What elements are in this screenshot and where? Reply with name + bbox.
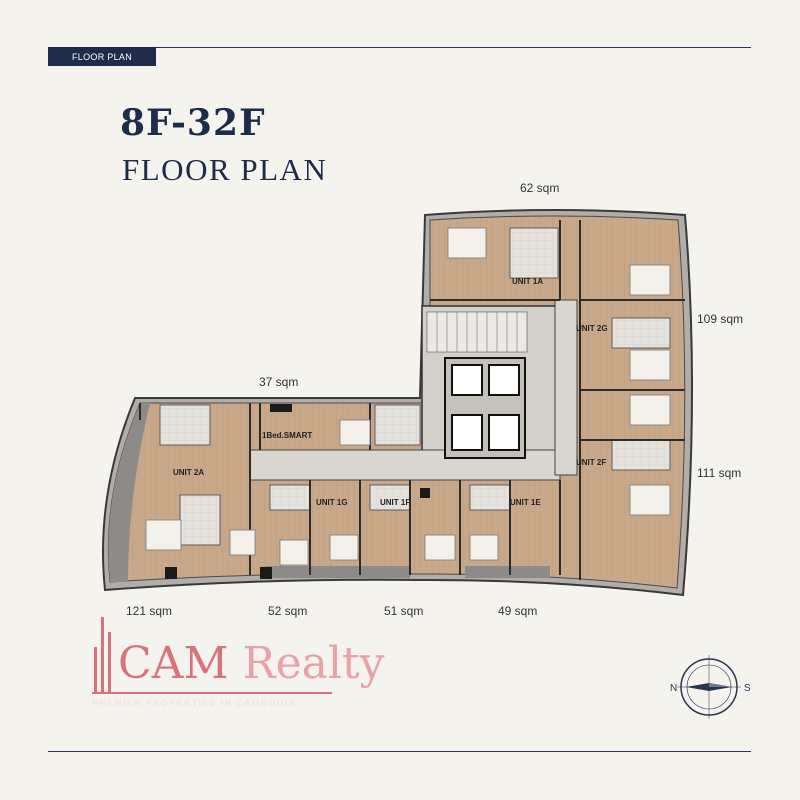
bathrooms	[159, 227, 671, 546]
brand-underline	[92, 692, 332, 694]
area-unit-1a: 62 sqm	[520, 181, 560, 195]
beds	[145, 227, 671, 566]
lift-1	[451, 364, 483, 396]
top-rule	[48, 47, 751, 48]
bottom-rule	[48, 751, 751, 752]
unit-label-1g: UNIT 1G	[316, 498, 348, 507]
balcony-left	[108, 403, 150, 582]
compass-icon: N S	[670, 655, 751, 719]
unit-label-1f: UNIT 1F	[380, 498, 410, 507]
unit-label-smart: 1Bed.SMART	[262, 431, 312, 440]
unit-label-1a: UNIT 1A	[512, 277, 543, 286]
balcony-bottom-2	[465, 566, 550, 578]
area-unit-2g: 109 sqm	[697, 312, 744, 326]
area-unit-1e: 49 sqm	[498, 604, 538, 618]
floor-plan-subtitle: FLOOR PLAN	[122, 152, 328, 187]
brand-logo-icon	[94, 617, 111, 692]
area-unit-1f: 51 sqm	[384, 604, 424, 618]
area-unit-smart: 37 sqm	[259, 375, 299, 389]
area-unit-2f: 111 sqm	[697, 466, 742, 480]
brand-accent: Realty	[242, 638, 385, 689]
lift-4	[488, 414, 520, 451]
floor-range-title: 8F-32F	[120, 102, 266, 144]
corridor-vertical	[554, 299, 578, 476]
brand-logo-text: CAM Realty	[118, 638, 385, 689]
balcony-bottom-1	[265, 566, 410, 578]
lift-2	[488, 364, 520, 396]
unit-label-2a: UNIT 2A	[173, 468, 204, 477]
compass-north: N	[670, 683, 677, 694]
floor-plan-tag: FLOOR PLAN	[48, 47, 156, 66]
compass-south: S	[744, 683, 751, 694]
stairs	[426, 311, 528, 353]
lift-3	[451, 414, 483, 451]
area-unit-1g: 52 sqm	[268, 604, 308, 618]
dark-fixtures	[165, 404, 430, 579]
brand-tagline: PREMIER PROPERTIES IN CAMBODIA	[92, 698, 297, 708]
area-unit-2a: 121 sqm	[126, 604, 173, 618]
unit-label-1e: UNIT 1E	[510, 498, 541, 507]
unit-label-2g: UNIT 2G	[576, 324, 608, 333]
unit-label-2f: UNIT 2F	[576, 458, 606, 467]
brand-main: CAM	[118, 638, 243, 689]
